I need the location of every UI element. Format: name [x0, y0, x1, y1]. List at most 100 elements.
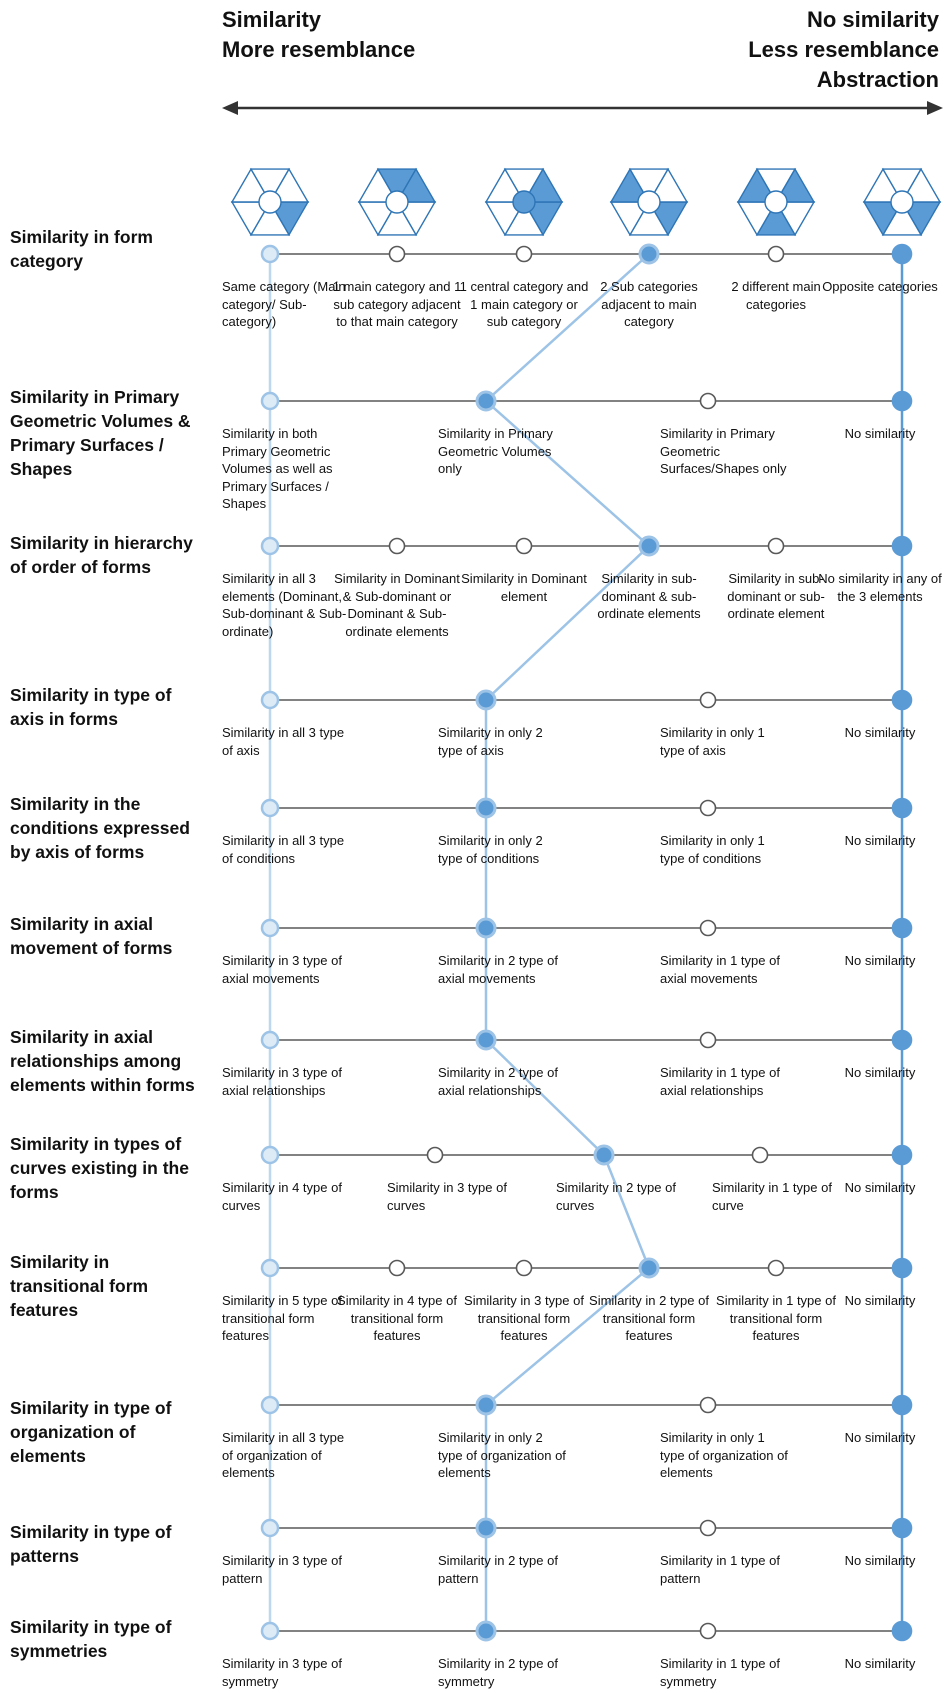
option-label: Similarity in all 3 type of axis: [222, 725, 345, 758]
option-label: 2 different main categories: [731, 279, 821, 312]
scale-node: [699, 799, 717, 817]
option-label: Similarity in 2 type of transitional for…: [589, 1293, 709, 1343]
scale-node: [767, 245, 785, 263]
scale-node: [260, 1030, 280, 1050]
option-label: Similarity in all 3 elements (Dominant, …: [222, 571, 347, 639]
scale-node: [699, 1622, 717, 1640]
scale-node: [260, 918, 280, 938]
option-label: Similarity in 1 type of axial movements: [660, 953, 780, 986]
scale-node: [515, 245, 533, 263]
header-similarity: Similarity More resemblance: [222, 5, 415, 65]
header-right-line-1: No similarity: [806, 7, 939, 32]
scale-node: [388, 537, 406, 555]
option-label: No similarity: [844, 1065, 916, 1080]
option-label: Similarity in Primary Geometric Surfaces…: [660, 426, 787, 476]
option-label: Similarity in only 2 type of conditions: [438, 833, 543, 866]
selected-node: [638, 535, 660, 557]
scale-node: [699, 919, 717, 937]
scale-node: [260, 244, 280, 264]
scale-node: [515, 537, 533, 555]
scale-node: [891, 1257, 913, 1279]
option-label: Similarity in 1 type of symmetry: [660, 1656, 780, 1689]
scale-node: [767, 537, 785, 555]
option-label: 1 central category and 1 main category o…: [459, 279, 589, 329]
option-label: Similarity in 3 type of axial movements: [222, 953, 342, 986]
row-label: Similarity in type of patterns: [10, 1522, 172, 1566]
selected-node: [475, 1394, 497, 1416]
hex-opposite-categories-icon: [862, 167, 942, 237]
scale-node: [891, 1517, 913, 1539]
row-label: Similarity in type of axis in forms: [10, 685, 172, 729]
scale-node: [891, 1620, 913, 1642]
scale-node: [767, 1259, 785, 1277]
option-label: Similarity in only 1 type of conditions: [660, 833, 765, 866]
option-label: Similarity in 3 type of axial relationsh…: [222, 1065, 342, 1098]
scale-node: [260, 1145, 280, 1165]
option-label: Similarity in 2 type of axial relationsh…: [438, 1065, 558, 1098]
selected-profile-path: [484, 253, 651, 1631]
option-label: Similarity in 2 type of pattern: [438, 1553, 558, 1586]
scale-node: [891, 689, 913, 711]
option-label: Similarity in Primary Geometric Volumes …: [438, 426, 553, 476]
row-label: Similarity in axial movement of forms: [10, 914, 173, 958]
scale-node: [699, 392, 717, 410]
option-label: Similarity in 1 type of transitional for…: [716, 1293, 836, 1343]
option-label: Similarity in only 2 type of organizatio…: [438, 1430, 566, 1480]
header-left-line-1: Similarity: [222, 7, 322, 32]
header-right-line-3: Abstraction: [816, 67, 939, 92]
selected-node: [475, 1517, 497, 1539]
scale-node: [891, 797, 913, 819]
selected-node: [475, 1029, 497, 1051]
hex-same-category-icon: [230, 167, 310, 237]
hex-main-sub-adjacent-icon: [357, 167, 437, 237]
scale-node: [891, 243, 913, 265]
selected-node: [638, 243, 660, 265]
scale-node: [699, 1519, 717, 1537]
scale-node: [426, 1146, 444, 1164]
option-label: No similarity: [844, 1656, 916, 1671]
row-label: Similarity in transitional form features: [10, 1252, 149, 1320]
selected-node: [475, 689, 497, 711]
selected-node: [475, 1620, 497, 1642]
scale-node: [260, 798, 280, 818]
hex-two-sub-adjacent-icon: [609, 167, 689, 237]
scale-node: [388, 245, 406, 263]
selected-node: [475, 390, 497, 412]
scale-node: [891, 917, 913, 939]
option-label: 1 main category and 1 sub category adjac…: [332, 279, 462, 329]
hex-central-category-icon: [484, 167, 564, 237]
option-label: No similarity: [844, 725, 916, 740]
header-left-line-2: More resemblance: [222, 37, 416, 62]
selected-node: [475, 797, 497, 819]
scale-node: [260, 1518, 280, 1538]
option-label: Similarity in all 3 type of organization…: [222, 1430, 345, 1480]
option-label: No similarity: [844, 833, 916, 848]
selected-node: [593, 1144, 615, 1166]
option-label: No similarity in any of the 3 elements: [818, 571, 942, 604]
row-label: Similarity in hierarchy of order of form…: [10, 533, 193, 577]
option-label: Similarity in Dominant & Sub-dominant or…: [334, 571, 460, 639]
row-label: Similarity in axial relationships among …: [10, 1027, 195, 1095]
option-label: Opposite categories: [822, 279, 938, 294]
scale-node: [751, 1146, 769, 1164]
option-label: Similarity in sub-dominant or sub-ordina…: [727, 571, 825, 621]
option-label: Similarity in only 1 type of organizatio…: [660, 1430, 788, 1480]
header-right-line-2: Less resemblance: [748, 37, 939, 62]
scale-node: [260, 690, 280, 710]
scale-node: [260, 1621, 280, 1641]
option-label: No similarity: [844, 1430, 916, 1445]
option-label: No similarity: [844, 426, 916, 441]
row-label: Similarity in Primary Geometric Volumes …: [10, 387, 191, 479]
scale-node: [260, 391, 280, 411]
scale-node: [891, 1029, 913, 1051]
scale-node: [891, 390, 913, 412]
arrow-left-head-icon: [222, 101, 238, 115]
option-label: Similarity in 1 type of axial relationsh…: [660, 1065, 780, 1098]
scale-node: [891, 1394, 913, 1416]
scale-node: [515, 1259, 533, 1277]
option-label: Same category (Main category/ Sub-catego…: [222, 279, 346, 329]
scale-node: [699, 691, 717, 709]
option-label: Similarity in sub-dominant & sub-ordinat…: [597, 571, 701, 621]
option-label: Similarity in 2 type of symmetry: [438, 1656, 558, 1689]
option-label: Similarity in 1 type of curve: [712, 1180, 832, 1213]
